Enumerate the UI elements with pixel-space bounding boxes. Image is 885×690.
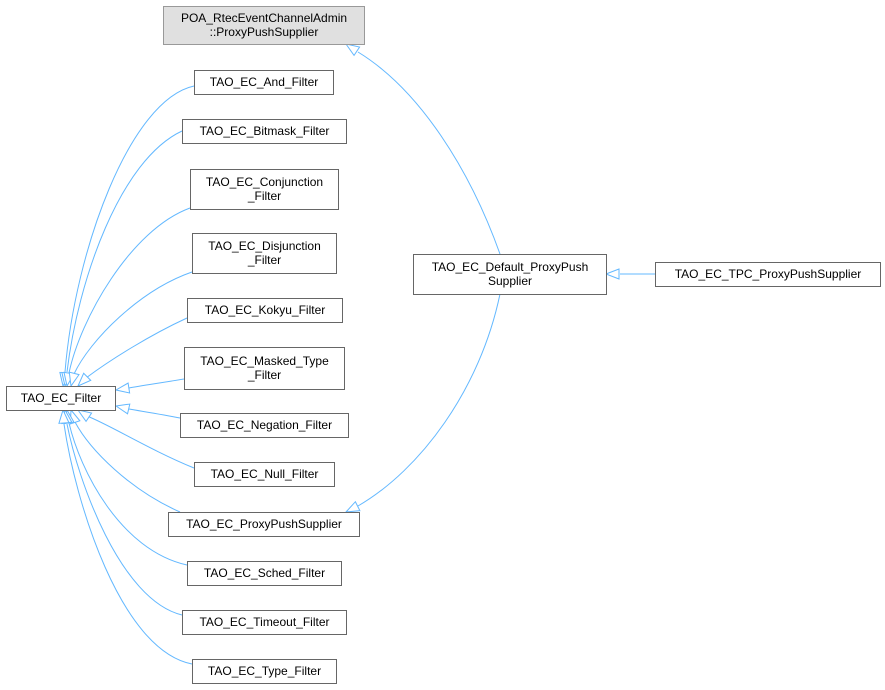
- class-node-poa-proxy-push-supplier[interactable]: POA_RtecEventChannelAdmin::ProxyPushSupp…: [163, 6, 365, 45]
- class-box: [187, 561, 342, 586]
- class-name-line: TAO_EC_Bitmask_Filter: [200, 124, 330, 138]
- class-box: [413, 254, 607, 295]
- edge-default-proxy-push-supplier-to-poa-proxy-push-supplier: [344, 43, 501, 255]
- edge-sched-filter-to-filter: [63, 408, 188, 566]
- class-name-line: TAO_EC_Disjunction: [208, 239, 321, 253]
- class-name-line: POA_RtecEventChannelAdmin: [181, 11, 347, 25]
- class-node-negation-filter[interactable]: TAO_EC_Negation_Filter: [180, 413, 349, 438]
- class-node-timeout-filter[interactable]: TAO_EC_Timeout_Filter: [182, 610, 347, 635]
- class-node-proxy-push-supplier[interactable]: TAO_EC_ProxyPushSupplier: [168, 512, 360, 537]
- edge-null-filter-to-filter: [76, 409, 195, 469]
- class-node-null-filter[interactable]: TAO_EC_Null_Filter: [194, 462, 335, 487]
- class-name-line: TAO_EC_Filter: [21, 391, 101, 405]
- class-node-bitmask-filter[interactable]: TAO_EC_Bitmask_Filter: [182, 119, 347, 144]
- inheritance-arrowhead: [77, 372, 92, 387]
- class-name-line: _Filter: [247, 253, 281, 267]
- edge-line: [357, 51, 501, 255]
- class-name-line: TAO_EC_Sched_Filter: [204, 566, 325, 580]
- class-node-masked-type-filter[interactable]: TAO_EC_Masked_Type_Filter: [184, 347, 345, 390]
- edge-line: [357, 293, 501, 507]
- class-node-type-filter[interactable]: TAO_EC_Type_Filter: [192, 659, 337, 684]
- edge-timeout-filter-to-filter: [61, 408, 183, 616]
- class-name-line: ::ProxyPushSupplier: [210, 25, 319, 39]
- class-box: [6, 386, 116, 411]
- class-box: [163, 6, 365, 45]
- class-name-line: TAO_EC_Type_Filter: [208, 664, 321, 678]
- class-name-line: TAO_EC_Conjunction: [206, 175, 323, 189]
- class-name-line: _Filter: [247, 189, 281, 203]
- class-name-line: TAO_EC_Kokyu_Filter: [205, 303, 326, 317]
- edge-line: [68, 207, 191, 374]
- edge-tpc-proxy-push-supplier-to-default-proxy-push-supplier: [604, 268, 655, 280]
- class-box: [182, 119, 347, 144]
- edge-default-proxy-push-supplier-to-proxy-push-supplier: [344, 293, 501, 513]
- edge-disjunction-filter-to-filter: [68, 271, 193, 388]
- edge-line: [86, 415, 195, 469]
- class-name-line: TAO_EC_TPC_ProxyPushSupplier: [675, 267, 862, 281]
- edge-line: [66, 423, 183, 616]
- class-box: [194, 462, 335, 487]
- edge-conjunction-filter-to-filter: [63, 207, 191, 388]
- class-box: [190, 169, 339, 210]
- class-box: [184, 347, 345, 390]
- class-name-line: TAO_EC_Timeout_Filter: [199, 615, 329, 629]
- edge-line: [63, 423, 193, 665]
- edge-kokyu-filter-to-filter: [77, 317, 188, 387]
- edge-negation-filter-to-filter: [114, 403, 181, 419]
- inheritance-arrowhead: [604, 268, 620, 280]
- edge-line: [74, 421, 181, 513]
- inheritance-arrowhead: [344, 500, 361, 513]
- inheritance-arrowhead: [344, 43, 361, 57]
- class-box: [182, 610, 347, 635]
- class-box: [187, 298, 343, 323]
- edge-proxy-push-supplier-to-filter: [69, 408, 181, 513]
- class-name-line: TAO_EC_Masked_Type: [200, 354, 329, 368]
- inheritance-arrowhead: [58, 408, 70, 424]
- inheritance-arrowhead: [114, 403, 131, 415]
- class-node-and-filter[interactable]: TAO_EC_And_Filter: [194, 70, 334, 95]
- class-name-line: Supplier: [488, 274, 532, 288]
- class-name-line: TAO_EC_Negation_Filter: [197, 418, 332, 432]
- edge-line: [128, 408, 181, 419]
- class-node-disjunction-filter[interactable]: TAO_EC_Disjunction_Filter: [192, 233, 337, 274]
- class-node-kokyu-filter[interactable]: TAO_EC_Kokyu_Filter: [187, 298, 343, 323]
- edge-line: [128, 378, 185, 389]
- class-name-line: TAO_EC_ProxyPushSupplier: [186, 517, 342, 531]
- edge-bitmask-filter-to-filter: [61, 130, 183, 388]
- edge-line: [73, 271, 193, 375]
- edge-line: [85, 317, 188, 379]
- class-box: [655, 262, 881, 287]
- edges-layer: [58, 43, 655, 665]
- edge-line: [68, 422, 188, 566]
- class-name-line: TAO_EC_And_Filter: [210, 75, 319, 89]
- class-box: [168, 512, 360, 537]
- edge-line: [64, 85, 195, 373]
- inheritance-arrowhead: [68, 371, 80, 388]
- class-box: [180, 413, 349, 438]
- edge-line: [66, 130, 183, 373]
- class-name-line: _Filter: [247, 368, 281, 382]
- edge-masked-type-filter-to-filter: [114, 378, 185, 394]
- class-box: [194, 70, 334, 95]
- class-node-default-proxy-push-supplier[interactable]: TAO_EC_Default_ProxyPushSupplier: [413, 254, 607, 295]
- class-name-line: TAO_EC_Null_Filter: [211, 467, 319, 481]
- class-box: [192, 659, 337, 684]
- edge-type-filter-to-filter: [58, 408, 193, 665]
- class-name-line: TAO_EC_Default_ProxyPush: [432, 260, 589, 274]
- class-box: [192, 233, 337, 274]
- class-node-sched-filter[interactable]: TAO_EC_Sched_Filter: [187, 561, 342, 586]
- class-node-filter[interactable]: TAO_EC_Filter: [6, 386, 116, 411]
- inheritance-arrowhead: [76, 409, 93, 423]
- class-node-tpc-proxy-push-supplier[interactable]: TAO_EC_TPC_ProxyPushSupplier: [655, 262, 881, 287]
- class-node-conjunction-filter[interactable]: TAO_EC_Conjunction_Filter: [190, 169, 339, 210]
- nodes-layer: POA_RtecEventChannelAdmin::ProxyPushSupp…: [6, 6, 881, 684]
- inheritance-arrowhead: [114, 382, 131, 394]
- edge-and-filter-to-filter: [59, 85, 195, 388]
